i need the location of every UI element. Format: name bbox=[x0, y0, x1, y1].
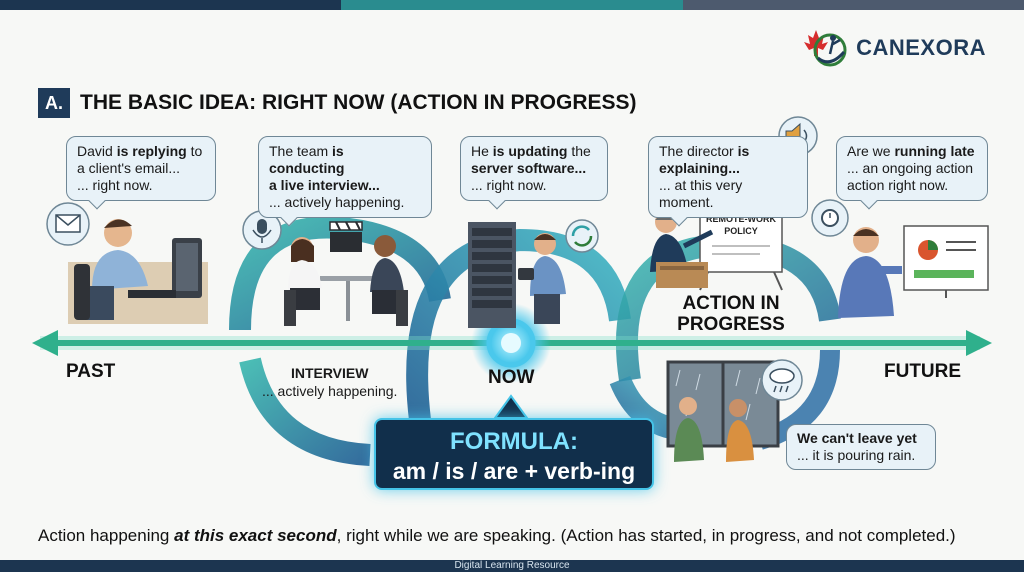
bubble-text: The team bbox=[269, 143, 333, 159]
bubble-text: action right now. bbox=[847, 177, 949, 193]
future-label: FUTURE bbox=[884, 361, 962, 382]
top-color-bar bbox=[0, 0, 1024, 10]
past-label: PAST bbox=[66, 361, 116, 382]
bubble-verb: explaining... bbox=[659, 160, 740, 176]
logo-text: CANEXORA bbox=[856, 35, 986, 60]
bubble-verb: is conducting bbox=[269, 143, 345, 176]
bubble-text: ... it is pouring rain. bbox=[797, 447, 916, 463]
bubble-director: The director is explaining... ... at thi… bbox=[648, 136, 808, 227]
top-bar-middle bbox=[341, 0, 683, 10]
interview-sub: ... actively happening. bbox=[262, 383, 398, 399]
footer-text: , right while we are speaking. (Action h… bbox=[336, 526, 956, 545]
now-label: NOW bbox=[488, 367, 535, 388]
section-title: A. THE BASIC IDEA: RIGHT NOW (ACTION IN … bbox=[38, 88, 637, 118]
bubble-text: ... right now. bbox=[77, 177, 153, 193]
bubble-verb: We can't leave yet bbox=[797, 430, 917, 446]
chart-board-icon bbox=[903, 225, 989, 298]
bubble-text: ... actively happening. bbox=[269, 194, 405, 210]
board-line-2: POLICY bbox=[724, 226, 758, 236]
bubble-david: David is replying to a client's email...… bbox=[66, 136, 216, 210]
rain-cloud-icon bbox=[761, 359, 803, 401]
section-letter: A. bbox=[38, 88, 70, 118]
formula-title: FORMULA: bbox=[450, 428, 578, 455]
action-in-progress-label: ACTION IN PROGRESS bbox=[677, 293, 785, 335]
formula-body: am / is / are + verb-ing bbox=[392, 458, 636, 484]
bubble-text: ... an ongoing action bbox=[847, 160, 974, 176]
bubble-text: ... right now. bbox=[471, 177, 547, 193]
brand-logo: CANEXORA bbox=[800, 24, 986, 72]
scene-server bbox=[468, 222, 566, 328]
bubble-verb: running late bbox=[894, 143, 975, 159]
bubble-text: to bbox=[186, 143, 203, 159]
bottom-bar: Digital Learning Resource bbox=[0, 560, 1024, 572]
scene-rain-window bbox=[666, 360, 780, 462]
footer-explanation: Action happening at this exact second, r… bbox=[38, 526, 956, 546]
section-heading: THE BASIC IDEA: RIGHT NOW (ACTION IN PRO… bbox=[80, 91, 637, 114]
board-line-1: REMOTE-WORK bbox=[706, 214, 776, 224]
bubble-verb: is bbox=[737, 143, 750, 159]
formula-box: FORMULA: am / is / are + verb-ing bbox=[374, 418, 654, 490]
bubble-text: The director bbox=[659, 143, 738, 159]
bubble-text: Are we bbox=[847, 143, 895, 159]
bubble-late: Are we running late ... an ongoing actio… bbox=[836, 136, 988, 210]
now-dot bbox=[501, 333, 521, 353]
interview-label: INTERVIEW ... actively happening. bbox=[262, 364, 397, 400]
bubble-verb: a live interview... bbox=[269, 177, 380, 193]
arrow-left-head bbox=[32, 330, 58, 356]
maple-globe-icon bbox=[804, 30, 847, 67]
bubble-text: a client's email... bbox=[77, 160, 181, 176]
left-loop-lower bbox=[239, 357, 371, 466]
footer-emphasis: at this exact second bbox=[174, 526, 337, 545]
bottom-caption: Digital Learning Resource bbox=[454, 560, 570, 571]
bubble-verb: is updating bbox=[492, 143, 568, 159]
footer-text: Action happening bbox=[38, 526, 175, 545]
interview-title: INTERVIEW bbox=[290, 365, 369, 381]
formula-pointer bbox=[493, 394, 529, 419]
scene-desk-worker bbox=[68, 219, 208, 324]
bubble-verb: server software... bbox=[471, 160, 587, 176]
scene-interview bbox=[284, 235, 408, 326]
sync-icon bbox=[565, 219, 599, 253]
bubble-text: He bbox=[471, 143, 493, 159]
bubble-team: The team is conducting a live interview.… bbox=[258, 136, 432, 227]
bubble-server: He is updating the server software... ..… bbox=[460, 136, 608, 210]
scene-late-person bbox=[838, 227, 902, 318]
top-bar-left bbox=[0, 0, 342, 10]
clapperboard-icon bbox=[329, 221, 363, 252]
bubble-text: ... at this very moment. bbox=[659, 177, 743, 210]
bubble-rain: We can't leave yet ... it is pouring rai… bbox=[786, 424, 936, 470]
watch-icon bbox=[811, 199, 849, 237]
bubble-text: David bbox=[77, 143, 117, 159]
arrow-right-head bbox=[966, 330, 992, 356]
bubble-text: the bbox=[567, 143, 591, 159]
bubble-verb: is replying bbox=[116, 143, 187, 159]
top-bar-right bbox=[682, 0, 1024, 10]
email-icon bbox=[46, 202, 90, 246]
